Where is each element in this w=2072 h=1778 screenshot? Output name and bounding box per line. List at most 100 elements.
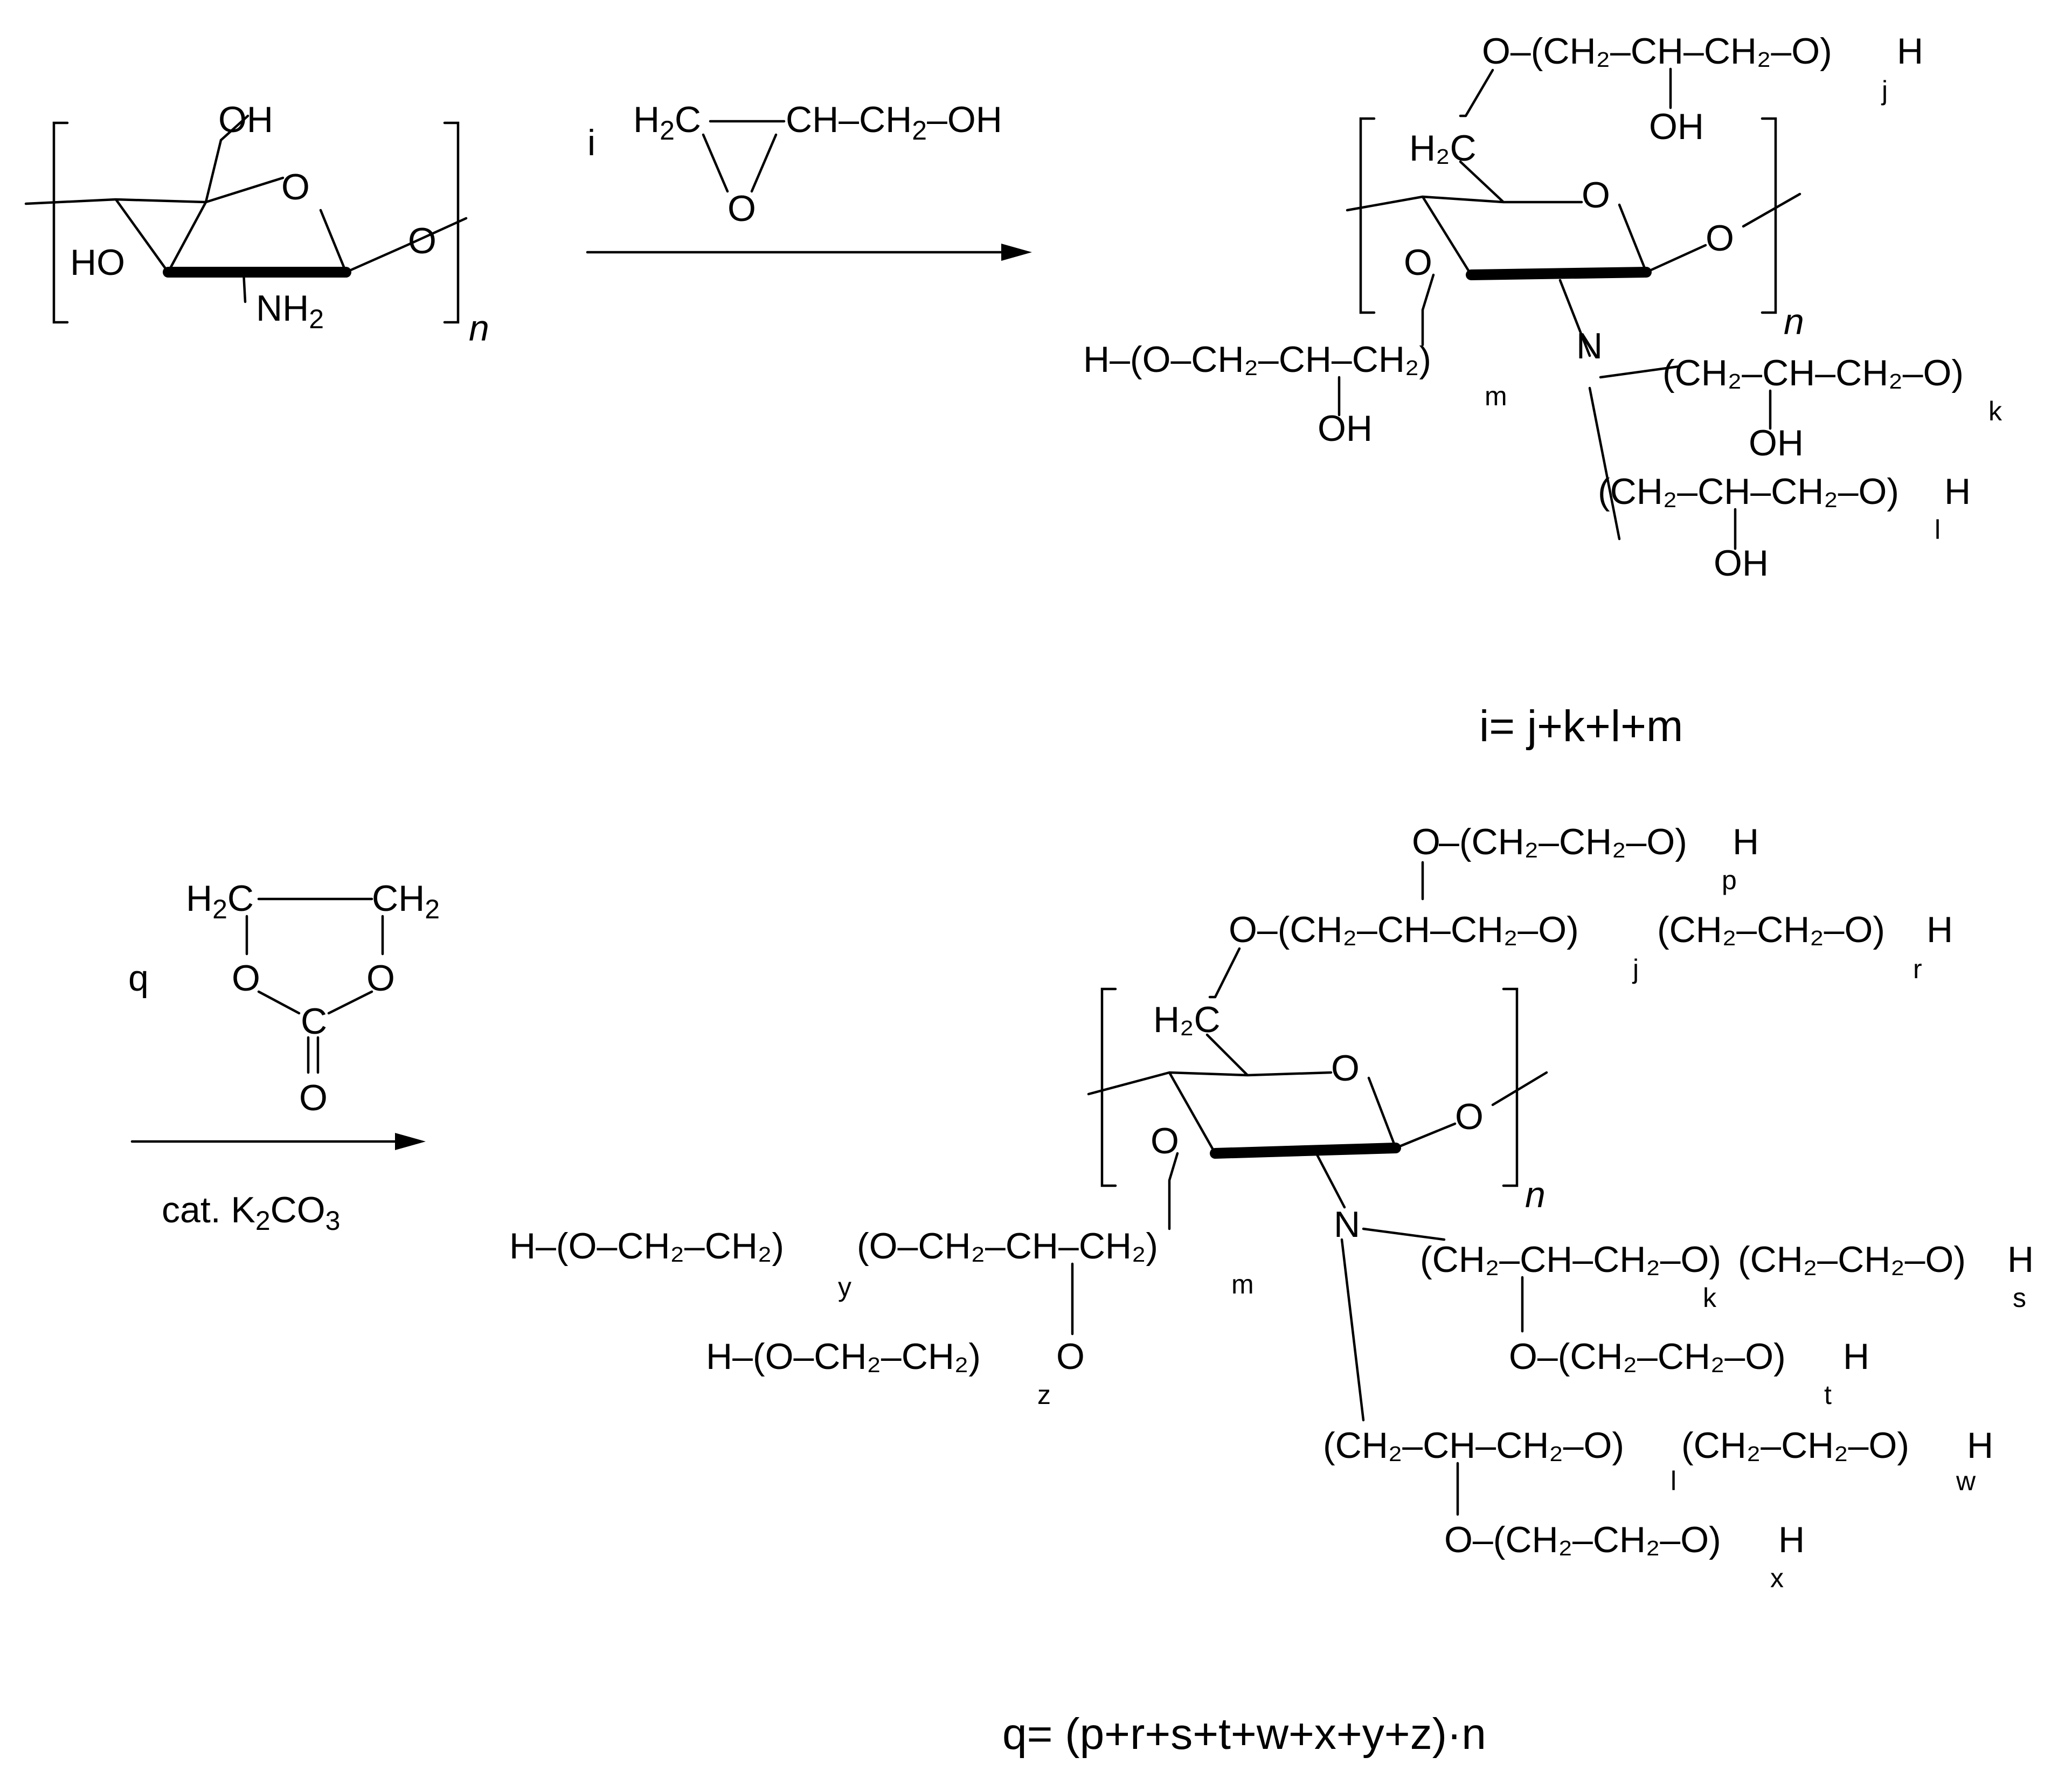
ec-h2c-c: C bbox=[227, 878, 254, 919]
ec-o-left: O bbox=[232, 958, 260, 999]
glycidol-reagent: i H2C CH–CH2–OH O bbox=[587, 99, 1002, 229]
p1-top-h: H bbox=[1897, 31, 1923, 72]
p1-glyco-o: O bbox=[1706, 218, 1734, 259]
chitosan-structure: OH O O HO NH2 n bbox=[24, 99, 489, 349]
glycidol-h2c-sub: 2 bbox=[660, 115, 675, 146]
chitosan-ring-o: O bbox=[281, 167, 310, 207]
p2-s-idx: s bbox=[2013, 1283, 2026, 1313]
p1-l-h: H bbox=[1944, 471, 1971, 512]
p2-l-chain: (CH₂–CH–CH₂–O) bbox=[1323, 1425, 1624, 1466]
p2-p-h: H bbox=[1733, 821, 1759, 862]
p2-x-idx: x bbox=[1770, 1563, 1784, 1593]
p2-h2c: H₂C bbox=[1153, 999, 1221, 1040]
ec-ch2: CH2 bbox=[372, 878, 440, 924]
p2-s-chain: (CH₂–CH₂–O) bbox=[1738, 1239, 1966, 1280]
catalyst-sub2: 3 bbox=[325, 1206, 341, 1236]
glycidol-ring-bonds bbox=[702, 120, 786, 193]
p2-m-chain: (O–CH₂–CH–CH₂) bbox=[857, 1226, 1158, 1267]
p2-x-chain: O–(CH₂–CH₂–O) bbox=[1444, 1519, 1721, 1560]
p2-z-idx: z bbox=[1037, 1380, 1051, 1410]
p1-top-idx: j bbox=[1881, 75, 1888, 106]
ec-c-center: C bbox=[301, 1001, 327, 1042]
p1-k-idx: k bbox=[1988, 396, 2002, 426]
ec-h2c-sub: 2 bbox=[212, 894, 227, 924]
p2-ring-front-bond bbox=[1210, 1143, 1401, 1159]
p1-k-chain: (CH₂–CH–CH₂–O) bbox=[1662, 352, 1964, 393]
p2-right-bracket bbox=[1502, 987, 1519, 1187]
p1-l-oh: OH bbox=[1714, 543, 1769, 584]
p2-t-idx: t bbox=[1824, 1380, 1832, 1410]
p1-l-idx: l bbox=[1935, 515, 1941, 545]
p1-ring-bonds bbox=[1346, 160, 1801, 541]
p1-right-bracket bbox=[1761, 117, 1777, 314]
p2-x-h: H bbox=[1778, 1519, 1805, 1560]
reaction-arrow-1 bbox=[586, 244, 1032, 261]
p1-top-oh: OH bbox=[1649, 106, 1704, 147]
p2-c3-o: O bbox=[1151, 1120, 1179, 1161]
glycidol-chain-sub: 2 bbox=[912, 115, 927, 146]
p2-left-bracket bbox=[1100, 987, 1117, 1187]
chitosan-nh-sub: 2 bbox=[309, 304, 324, 334]
reaction-arrow-2 bbox=[130, 1133, 426, 1150]
p2-p-o: O bbox=[1412, 821, 1440, 862]
glycidol-h2c: H2C bbox=[633, 99, 701, 146]
p2-t-chain: O–(CH₂–CH₂–O) bbox=[1509, 1336, 1786, 1377]
chitosan-nh2: NH2 bbox=[256, 288, 324, 334]
p2-glyco-o: O bbox=[1455, 1096, 1484, 1137]
ec-ring-bonds bbox=[245, 897, 384, 1074]
p1-top-chain-bonds bbox=[1459, 67, 1672, 117]
ec-h2c-h: H bbox=[186, 878, 212, 919]
glycidol-chain-oh: –OH bbox=[927, 99, 1002, 140]
p1-l-chain: (CH₂–CH–CH₂–O) bbox=[1598, 471, 1899, 512]
p2-s-h: H bbox=[2007, 1239, 2034, 1280]
chitosan-glycosidic-o: O bbox=[408, 220, 436, 261]
glycidol-amount: i bbox=[587, 122, 595, 163]
p2-r-idx: r bbox=[1913, 954, 1922, 984]
chitosan-ring-bonds bbox=[24, 114, 468, 303]
ec-ch2-sub: 2 bbox=[425, 894, 440, 924]
p2-upper-bonds bbox=[1208, 947, 1241, 999]
p2-z-chain: H–(O–CH₂–CH₂) bbox=[706, 1336, 981, 1377]
equation-q: q= (p+r+s+t+w+x+y+z)·n bbox=[1002, 1710, 1486, 1759]
p1-n-atom: N bbox=[1576, 326, 1603, 366]
chitosan-oh: OH bbox=[218, 99, 273, 140]
p1-c3-o: O bbox=[1404, 242, 1432, 283]
p2-p-chain: –(CH₂–CH₂–O) bbox=[1439, 821, 1687, 862]
p1-ring-o: O bbox=[1582, 175, 1610, 216]
p2-p-idx: p bbox=[1722, 865, 1737, 895]
chitosan-ho: HO bbox=[70, 242, 125, 283]
ec-o-right: O bbox=[366, 958, 395, 999]
p2-t-h: H bbox=[1843, 1336, 1869, 1377]
ec-h2c: H2C bbox=[186, 878, 254, 924]
chitosan-left-bracket bbox=[52, 121, 69, 324]
p2-z-o: O bbox=[1056, 1336, 1085, 1377]
p2-k-idx: k bbox=[1703, 1283, 1717, 1313]
p2-r-chain: (CH₂–CH₂–O) bbox=[1657, 909, 1885, 950]
catalyst-sub1: 2 bbox=[255, 1206, 271, 1236]
ec-ch2-ch: CH bbox=[372, 878, 425, 919]
p2-n-atom: N bbox=[1334, 1204, 1360, 1245]
p2-m-idx: m bbox=[1231, 1269, 1254, 1299]
ec-amount: q bbox=[128, 958, 149, 999]
glycidol-chain: CH–CH2–OH bbox=[786, 99, 1002, 146]
p2-ring-bonds bbox=[1087, 1033, 1548, 1422]
product2-structure: O –(CH₂–CH₂–O) H p O–(CH₂–CH–CH₂–O) j (C… bbox=[509, 821, 2034, 1593]
p1-left-chain: H–(O–CH₂–CH–CH₂) bbox=[1083, 339, 1431, 380]
p2-repeat-n: n bbox=[1525, 1174, 1546, 1215]
catalyst-mid: CO bbox=[271, 1189, 325, 1230]
ec-o-carbonyl: O bbox=[299, 1077, 328, 1118]
p2-l-idx: l bbox=[1671, 1466, 1676, 1496]
p2-w-chain: (CH₂–CH₂–O) bbox=[1681, 1425, 1909, 1466]
p2-k-chain: (CH₂–CH–CH₂–O) bbox=[1420, 1239, 1721, 1280]
p2-y-chain: H–(O–CH₂–CH₂) bbox=[509, 1226, 784, 1267]
p1-left-oh: OH bbox=[1318, 408, 1373, 449]
p2-r-h: H bbox=[1927, 909, 1953, 950]
p1-h2c: H₂C bbox=[1409, 128, 1477, 169]
ethylene-carbonate-reagent: q H2C CH2 O O C O bbox=[128, 878, 440, 1118]
glycidol-h2c-c: C bbox=[675, 99, 701, 140]
p1-ring-front-bond bbox=[1466, 267, 1652, 280]
p2-ring-o: O bbox=[1331, 1048, 1360, 1089]
glycidol-chain-ch: CH–CH bbox=[786, 99, 912, 140]
p1-repeat-n: n bbox=[1784, 301, 1804, 342]
